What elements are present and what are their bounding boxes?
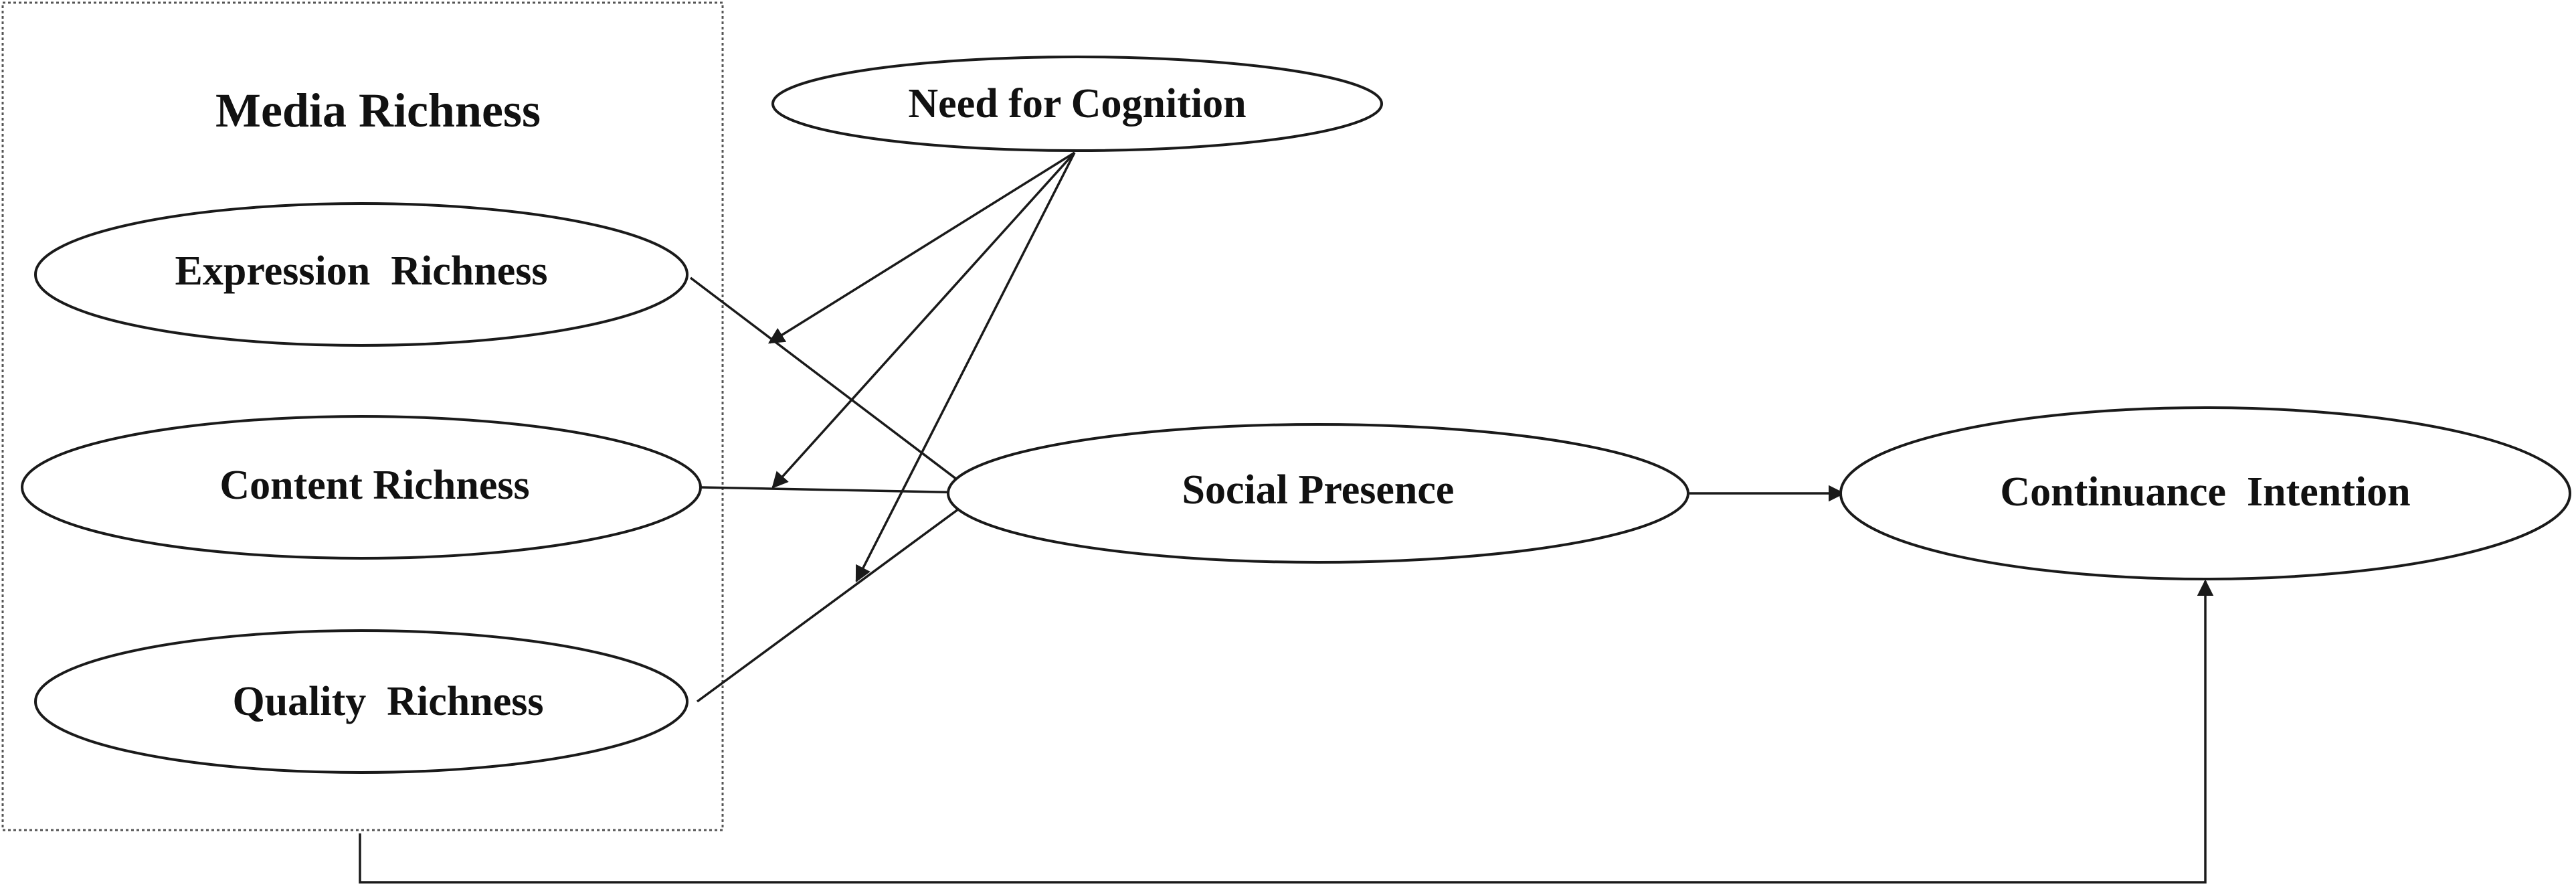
social-presence-label: Social Presence xyxy=(1182,467,1455,513)
node-expression-richness: Expression Richness xyxy=(34,202,688,347)
edge-content-to-social-presence xyxy=(701,484,976,501)
edge-media-richness-to-continuance xyxy=(359,579,2214,884)
quality-richness-label: Quality Richness xyxy=(232,679,543,724)
continuance-intention-label: Continuance Intention xyxy=(2000,469,2410,515)
media-richness-label: Media Richness xyxy=(215,84,541,137)
node-content-richness: Content Richness xyxy=(21,415,702,560)
edge-nfc-moderates-content xyxy=(771,151,1076,489)
edge-quality-to-social-presence xyxy=(696,497,975,703)
edge-nfc-moderates-quality xyxy=(855,152,1076,583)
media-richness-group-box xyxy=(1,1,724,831)
node-continuance-intention: Continuance Intention xyxy=(1839,406,2571,580)
need-for-cognition-label: Need for Cognition xyxy=(908,81,1246,127)
node-social-presence: Social Presence xyxy=(947,423,1689,564)
content-richness-label: Content Richness xyxy=(219,463,529,508)
expression-richness-label: Expression Richness xyxy=(175,248,548,294)
edge-expression-to-social-presence xyxy=(689,276,975,493)
node-need-for-cognition: Need for Cognition xyxy=(771,56,1383,152)
node-quality-richness: Quality Richness xyxy=(34,629,688,774)
edge-nfc-moderates-expression xyxy=(767,151,1075,344)
